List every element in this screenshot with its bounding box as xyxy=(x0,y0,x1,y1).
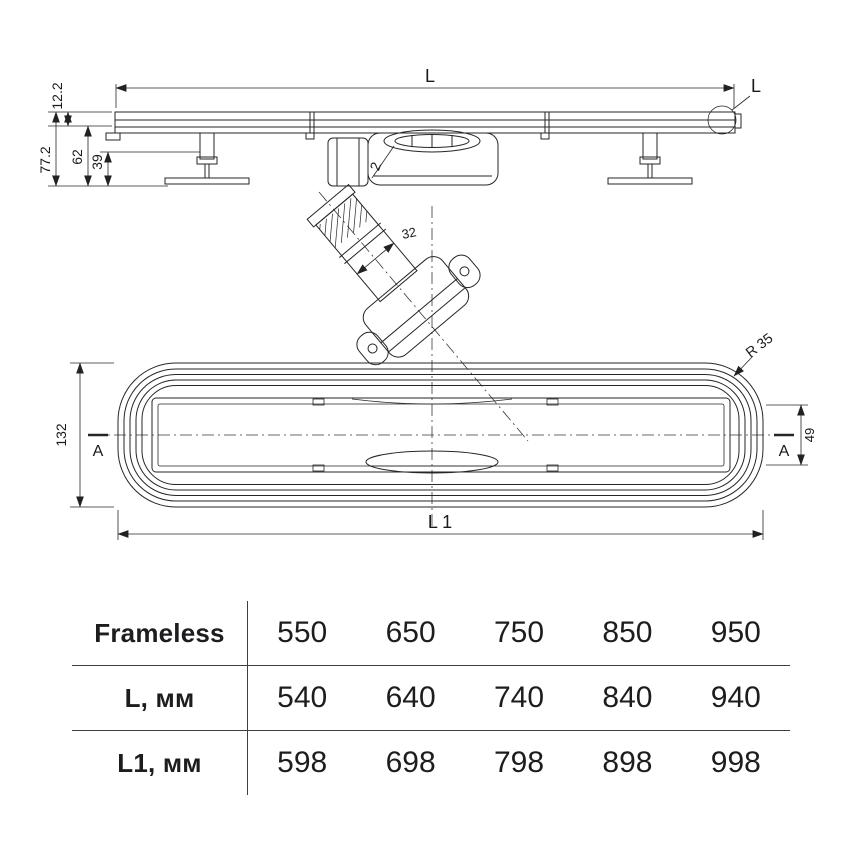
slope-dim-label: 2 xyxy=(366,160,384,173)
drain-body-outline xyxy=(117,362,764,508)
pipe-hatching xyxy=(319,198,368,248)
channel-body xyxy=(105,111,742,141)
table-cell: 550 xyxy=(277,616,328,649)
row-label-frameless: Frameless xyxy=(72,601,248,665)
center-lines xyxy=(92,191,794,528)
size-table: Frameless 550 650 750 850 950 L, мм 540 … xyxy=(72,601,790,795)
body-height-dim-label: 62 xyxy=(69,149,85,165)
radius-callout xyxy=(733,355,754,377)
table-cell: 850 xyxy=(602,616,653,649)
table-cell: 698 xyxy=(385,746,436,779)
table-cell: 750 xyxy=(493,616,545,649)
corner-detail-callout xyxy=(707,95,751,135)
adjustable-leg-right xyxy=(607,132,693,185)
table-cell: 598 xyxy=(277,746,328,779)
technical-drawing: 2 L L 12.2 77.2 62 39 xyxy=(37,66,817,540)
table-row: L, мм 540 640 740 840 940 xyxy=(72,666,790,731)
table-cell: 840 xyxy=(602,681,653,714)
table-cell: 640 xyxy=(385,681,436,714)
pipe-diameter-dim-label: 32 xyxy=(400,224,417,242)
table-cell: 898 xyxy=(602,746,653,779)
total-height-dim-label: 77.2 xyxy=(37,146,53,173)
dim-length-L1 xyxy=(117,510,764,540)
corner-radius-dim-label: R 35 xyxy=(742,330,775,361)
width-dim-label: 132 xyxy=(53,423,69,447)
outlet-pipe: 32 xyxy=(306,183,481,366)
edge-height-dim-label: 12.2 xyxy=(49,82,65,109)
row-label-L: L, мм xyxy=(72,666,248,730)
corner-detail-label: L xyxy=(751,76,761,96)
length-dim-label: L xyxy=(425,66,435,86)
side-view: 2 L L 12.2 77.2 62 39 xyxy=(37,66,761,187)
channel-width-dim-label: 49 xyxy=(802,428,817,442)
row-label-L1: L1, мм xyxy=(72,731,248,795)
dim-width-132 xyxy=(70,362,114,508)
dim-length-L xyxy=(115,84,735,108)
left-dimensions xyxy=(48,111,200,187)
section-a-left-label: A xyxy=(93,443,104,460)
table-cell: 998 xyxy=(710,746,761,779)
section-a-right-label: A xyxy=(779,443,790,460)
table-row: L1, мм 598 698 798 898 998 xyxy=(72,731,790,795)
table-cell: 650 xyxy=(385,616,436,649)
table-cell: 940 xyxy=(710,681,761,714)
table-cell: 798 xyxy=(493,746,545,779)
siphon-trap xyxy=(327,129,499,187)
inner-channel xyxy=(151,397,731,474)
clearance-dim-label: 39 xyxy=(89,154,105,170)
table-row: Frameless 550 650 750 850 950 xyxy=(72,601,790,666)
table-cell: 950 xyxy=(710,616,761,649)
overall-length-dim-label: L 1 xyxy=(428,512,452,532)
adjustable-leg-left xyxy=(164,132,250,185)
plan-view: 32 R 35 xyxy=(53,183,817,540)
dim-width-49 xyxy=(766,404,808,466)
table-cell: 740 xyxy=(493,681,545,714)
table-cell: 540 xyxy=(277,681,328,714)
